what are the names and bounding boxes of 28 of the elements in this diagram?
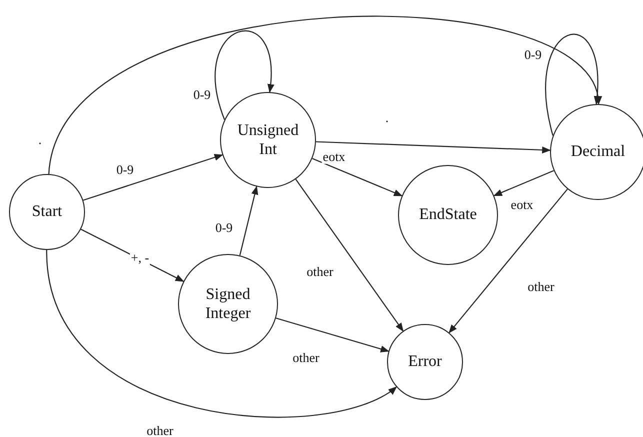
state-label: Signed Integer: [204, 284, 252, 324]
arrow: [493, 170, 554, 196]
state-label: Start: [32, 202, 62, 222]
edge-label: 0-9: [214, 220, 234, 236]
edge-label: other: [292, 350, 320, 366]
arrow: [545, 34, 600, 136]
arrow: [448, 188, 568, 334]
edge-label: other: [146, 424, 174, 437]
edge-label: other: [526, 280, 556, 294]
edge-label: 0-9: [192, 88, 212, 102]
arrow: [239, 186, 258, 256]
arrow: [48, 16, 600, 174]
arrow: [295, 178, 404, 332]
arrow: [82, 154, 224, 201]
edge-label: +, -: [130, 250, 150, 266]
arrow: [46, 250, 398, 418]
arrow: [312, 158, 403, 196]
state-label: Error: [408, 352, 442, 372]
arrow: [214, 30, 274, 120]
edge-label: 0-9: [115, 162, 135, 178]
state-label: Decimal: [570, 142, 626, 162]
arrow: [316, 141, 551, 154]
arrow: [80, 228, 184, 282]
state-label: Unsigned Int: [236, 120, 300, 160]
arrow: [276, 318, 390, 352]
edge-label: 0-9: [523, 48, 543, 62]
state-label: EndState: [419, 205, 477, 225]
edge-label: other: [306, 264, 334, 280]
